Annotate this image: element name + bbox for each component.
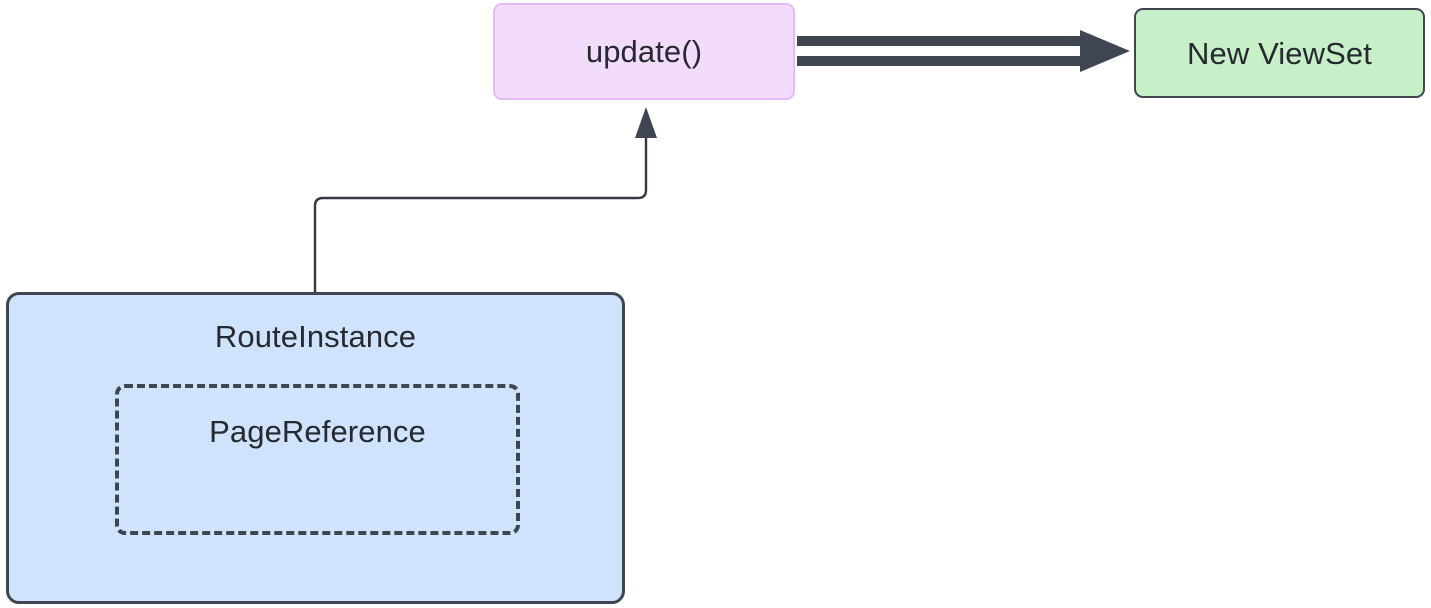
edge-routeinstance-to-update: [313, 107, 657, 293]
edge-update-to-new-viewset: [797, 30, 1130, 72]
edge-thick-arrowhead-icon: [1080, 30, 1130, 72]
node-page-reference-label: PageReference: [209, 414, 426, 449]
node-update-label: update(): [585, 34, 703, 69]
node-new-viewset[interactable]: New ViewSet: [1134, 8, 1425, 98]
subgraph-route-instance-label: RouteInstance: [214, 319, 417, 354]
node-page-reference[interactable]: PageReference: [115, 384, 520, 535]
node-update[interactable]: update(): [493, 3, 795, 100]
edge-orthogonal-arrowhead-icon: [635, 107, 657, 138]
edge-orthogonal-path: [313, 126, 648, 293]
subgraph-route-instance[interactable]: RouteInstance PageReference: [6, 292, 625, 604]
node-new-viewset-label: New ViewSet: [1187, 35, 1372, 71]
